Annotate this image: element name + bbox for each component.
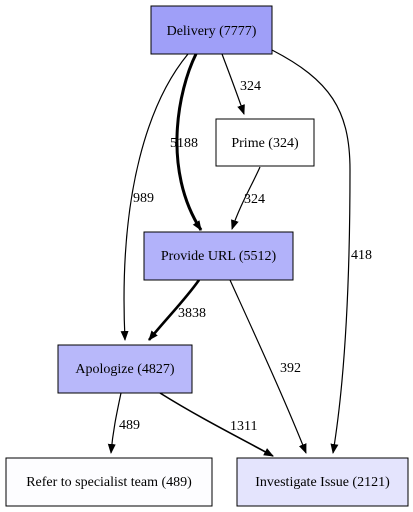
- node-apologize: Apologize (4827): [57, 344, 193, 394]
- edge-label-apologize-investigate: 1311: [230, 419, 257, 434]
- edge-label-apologize-refer: 489: [119, 418, 140, 433]
- nodes: Delivery (7777) Prime (324) Provide URL …: [5, 5, 409, 507]
- edge-apologize-to-investigate: [159, 392, 274, 457]
- node-investigate-label: Investigate Issue (2121): [255, 475, 390, 490]
- edge-label-delivery-prime: 324: [240, 79, 261, 94]
- node-provide-url-label: Provide URL (5512): [161, 249, 277, 264]
- edge-delivery-to-apologize: [120, 53, 189, 341]
- node-provide-url-box: [143, 231, 294, 281]
- edge-label-delivery-provide-url: 5188: [170, 136, 198, 151]
- edge-apologize-to-refer: [107, 392, 122, 454]
- node-delivery-label: Delivery (7777): [167, 24, 257, 39]
- node-apologize-label: Apologize (4827): [75, 362, 174, 377]
- edge-label-delivery-apologize: 989: [133, 191, 154, 206]
- edge-delivery-to-prime: [221, 53, 245, 115]
- node-delivery: Delivery (7777): [150, 5, 273, 55]
- edge-label-delivery-investigate: 418: [351, 248, 372, 263]
- node-prime-label: Prime (324): [231, 136, 299, 151]
- node-refer-box: [5, 457, 213, 507]
- node-apologize-box: [57, 344, 193, 394]
- node-prime: Prime (324): [215, 118, 315, 167]
- node-refer-to-specialist-team: Refer to specialist team (489): [5, 457, 213, 507]
- node-provide-url: Provide URL (5512): [143, 231, 294, 281]
- edge-delivery-to-investigate: [271, 49, 351, 454]
- node-investigate-box: [236, 457, 409, 507]
- node-prime-box: [215, 118, 315, 167]
- edges: 324 5188 989 418 324 3838 392 489 1311: [107, 49, 372, 457]
- edge-provide-url-to-apologize: [147, 279, 201, 341]
- edge-delivery-to-provide-url: [175, 53, 203, 231]
- edge-label-provide-url-investigate: 392: [280, 361, 301, 376]
- node-refer-label: Refer to specialist team (489): [26, 475, 192, 490]
- node-delivery-box: [150, 5, 273, 55]
- edge-provide-url-to-investigate: [229, 279, 307, 454]
- edge-label-provide-url-apologize: 3838: [178, 306, 206, 321]
- edge-prime-to-provide-url: [231, 166, 261, 230]
- edge-label-prime-provide-url: 324: [244, 192, 265, 207]
- node-investigate-issue: Investigate Issue (2121): [236, 457, 409, 507]
